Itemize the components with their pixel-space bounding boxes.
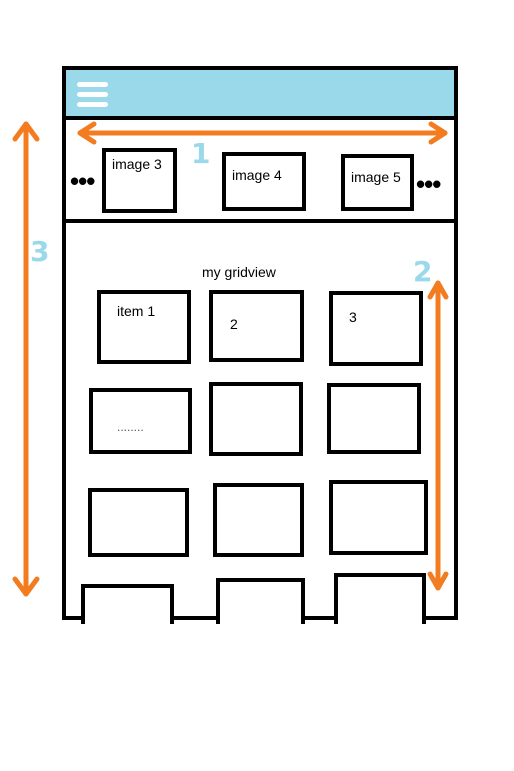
grid-item[interactable] <box>209 382 303 456</box>
screen-vertical-double-arrow <box>12 121 40 597</box>
marker-1: 1 <box>191 137 211 170</box>
section-divider <box>66 219 454 223</box>
carousel-item[interactable]: image 5 <box>341 154 414 211</box>
carousel-item-label: image 4 <box>232 167 282 183</box>
carousel-overflow-left: ••• <box>70 166 95 196</box>
hamburger-menu-icon[interactable] <box>77 82 111 108</box>
carousel-item-label: image 5 <box>351 169 401 185</box>
toolbar <box>66 70 454 120</box>
marker-3: 3 <box>30 235 50 268</box>
grid-item[interactable]: 3 <box>329 291 423 366</box>
grid-item-ellipsis: ........ <box>117 420 144 434</box>
grid-item[interactable] <box>334 573 426 624</box>
carousel-item[interactable]: image 4 <box>222 152 306 211</box>
grid-vertical-double-arrow <box>427 280 449 591</box>
carousel-item-label: image 3 <box>112 156 162 172</box>
grid-item[interactable] <box>216 578 305 624</box>
phone-frame: ••• image 3 image 4 image 5 ••• my gridv… <box>62 66 458 624</box>
grid-item[interactable]: 2 <box>209 290 304 362</box>
carousel-overflow-right: ••• <box>416 169 441 199</box>
grid-item[interactable]: item 1 <box>97 290 191 364</box>
marker-2: 2 <box>413 255 433 288</box>
carousel-item[interactable]: image 3 <box>102 148 177 213</box>
grid-item-label: item 1 <box>117 303 156 319</box>
grid-item[interactable] <box>329 480 428 555</box>
grid-item[interactable] <box>81 584 174 624</box>
grid-item[interactable] <box>213 483 304 557</box>
grid-item-label: 2 <box>230 316 238 332</box>
grid-title: my gridview <box>202 264 276 280</box>
grid-item[interactable] <box>88 488 189 557</box>
grid-item-label: 3 <box>349 309 357 325</box>
grid-item[interactable]: ........ <box>89 388 192 454</box>
grid-item[interactable] <box>327 383 421 454</box>
horizontal-double-arrow <box>77 121 448 145</box>
